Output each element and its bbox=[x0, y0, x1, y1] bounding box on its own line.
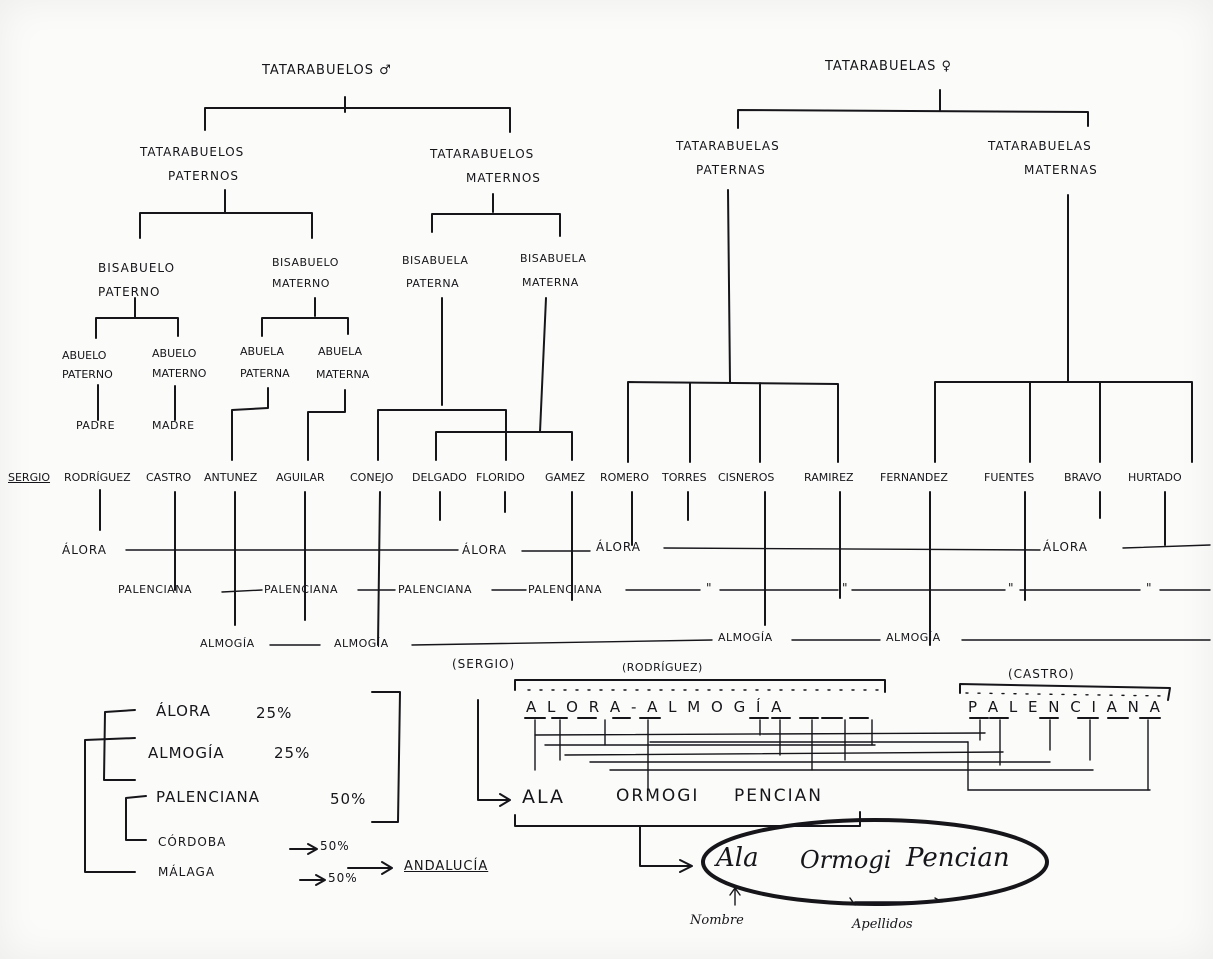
summary-malaga: MÁLAGA bbox=[158, 865, 216, 879]
surname-aguilar: AGUILAR bbox=[276, 471, 325, 484]
place-palenciana-4: PALENCIANA bbox=[528, 583, 602, 596]
node-line-2: MATERNAS bbox=[1024, 163, 1098, 177]
tag-sergio: (SERGIO) bbox=[452, 657, 516, 671]
place-ditto-2: " bbox=[842, 581, 849, 595]
surname-castro: CASTRO bbox=[146, 471, 192, 484]
tag-castro: (CASTRO) bbox=[1008, 667, 1075, 681]
apellidos-label: Apellidos bbox=[852, 917, 913, 932]
place-ditto-3: " bbox=[1008, 581, 1015, 595]
node-line-1: ABUELO bbox=[62, 349, 107, 362]
node-line-2: PATERNA bbox=[240, 367, 290, 380]
node-line-2: MATERNOS bbox=[466, 171, 541, 185]
surname-cisneros: CISNEROS bbox=[718, 471, 775, 484]
male-root-label: TATARABUELOS ♂ bbox=[262, 63, 392, 78]
surname-bravo: BRAVO bbox=[1064, 471, 1102, 484]
place-almogia-1: ALMOGÍA bbox=[200, 637, 255, 650]
place-almogia-4: ALMOGÍA bbox=[886, 631, 941, 644]
surname-florido: FLORIDO bbox=[476, 471, 525, 484]
place-alora-2: ÁLORA bbox=[462, 543, 507, 557]
place-alora-4: ÁLORA bbox=[1043, 540, 1088, 554]
padre-label: PADRE bbox=[76, 419, 116, 432]
node-line-2: PATERNOS bbox=[168, 169, 240, 183]
summary-malaga-pct: 50% bbox=[328, 871, 358, 885]
sergio-label: SERGIO bbox=[8, 471, 51, 484]
summary-alora-pct: 25% bbox=[256, 704, 293, 722]
summary-cordoba: CÓRDOBA bbox=[158, 835, 227, 849]
summary-alora: ÁLORA bbox=[156, 702, 211, 720]
source-letters-palenciana: P A L E N C I A N A bbox=[968, 698, 1163, 716]
nombre-label: Nombre bbox=[690, 913, 744, 928]
node-line-1: TATARABUELAS bbox=[988, 139, 1092, 153]
surname-rodriguez: RODRÍGUEZ bbox=[64, 471, 131, 484]
tag-rodriguez: (RODRÍGUEZ) bbox=[622, 661, 703, 674]
node-line-2: MATERNO bbox=[152, 367, 207, 380]
node-line-2: PATERNA bbox=[406, 277, 460, 290]
final-surname-2: Pencian bbox=[906, 843, 1010, 873]
place-palenciana-2: PALENCIANA bbox=[264, 583, 338, 596]
result-ormogi: ORMOGI bbox=[616, 786, 700, 806]
final-name: Ala bbox=[716, 843, 759, 873]
node-line-2: PATERNAS bbox=[696, 163, 766, 177]
place-almogia-3: ALMOGÍA bbox=[718, 631, 773, 644]
node-line-2: PATERNO bbox=[62, 368, 113, 381]
node-line-2: MATERNO bbox=[272, 277, 330, 290]
node-line-1: BISABUELA bbox=[520, 252, 587, 265]
place-ditto-4: " bbox=[1146, 581, 1153, 595]
result-pencian: PENCIAN bbox=[734, 786, 823, 806]
place-palenciana-3: PALENCIANA bbox=[398, 583, 472, 596]
surname-gamez: GAMEZ bbox=[545, 471, 586, 484]
summary-almogia-pct: 25% bbox=[274, 744, 311, 762]
place-alora-3: ÁLORA bbox=[596, 540, 641, 554]
place-palenciana-1: PALENCIANA bbox=[118, 583, 192, 596]
node-line-2: PATERNO bbox=[98, 285, 161, 299]
node-line-1: ABUELO bbox=[152, 347, 197, 360]
node-line-1: ABUELA bbox=[240, 345, 284, 358]
place-ditto-1: " bbox=[706, 581, 713, 595]
final-surname-1: Ormogi bbox=[800, 846, 892, 874]
node-line-1: ABUELA bbox=[318, 345, 362, 358]
madre-label: MADRE bbox=[152, 419, 195, 432]
summary-almogia: ALMOGÍA bbox=[148, 744, 225, 762]
surname-romero: ROMERO bbox=[600, 471, 650, 484]
summary-palenciana-pct: 50% bbox=[330, 790, 367, 808]
surname-antunez: ANTUNEZ bbox=[204, 471, 258, 484]
place-almogia-2: ALMOGÍA bbox=[334, 637, 389, 650]
result-ala: ALA bbox=[522, 786, 566, 808]
node-line-1: BISABUELO bbox=[98, 261, 176, 275]
surname-hurtado: HURTADO bbox=[1128, 471, 1182, 484]
node-line-2: MATERNA bbox=[316, 368, 370, 381]
surname-conejo: CONEJO bbox=[350, 471, 394, 484]
node-line-1: BISABUELA bbox=[402, 254, 469, 267]
node-line-2: MATERNA bbox=[522, 276, 579, 289]
female-root-label: TATARABUELAS ♀ bbox=[825, 59, 953, 74]
node-line-1: TATARABUELOS bbox=[430, 147, 535, 161]
source-letters-alora-almogia: A L O R A - A L M O G Í A bbox=[526, 698, 785, 716]
place-alora-1: ÁLORA bbox=[62, 543, 107, 557]
surname-fuentes: FUENTES bbox=[984, 471, 1035, 484]
surname-delgado: DELGADO bbox=[412, 471, 467, 484]
surname-torres: TORRES bbox=[662, 471, 707, 484]
surname-ramirez: RAMIREZ bbox=[804, 471, 854, 484]
summary-cordoba-pct: 50% bbox=[320, 839, 350, 853]
summary-andalucia: ANDALUCÍA bbox=[404, 859, 489, 874]
node-line-1: BISABUELO bbox=[272, 256, 339, 269]
node-line-1: TATARABUELAS bbox=[676, 139, 780, 153]
summary-palenciana: PALENCIANA bbox=[156, 788, 261, 806]
node-line-1: TATARABUELOS bbox=[140, 145, 245, 159]
surname-fernandez: FERNANDEZ bbox=[880, 471, 948, 484]
